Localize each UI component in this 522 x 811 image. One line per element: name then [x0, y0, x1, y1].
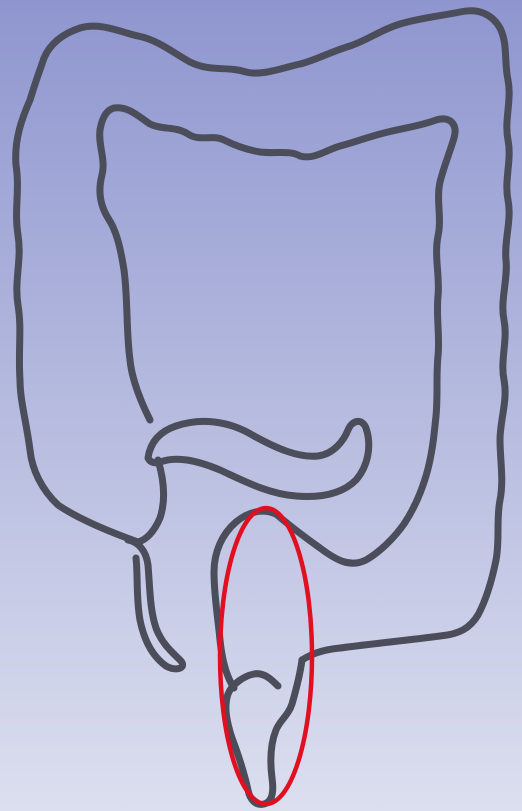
colon-diagram	[0, 0, 522, 811]
